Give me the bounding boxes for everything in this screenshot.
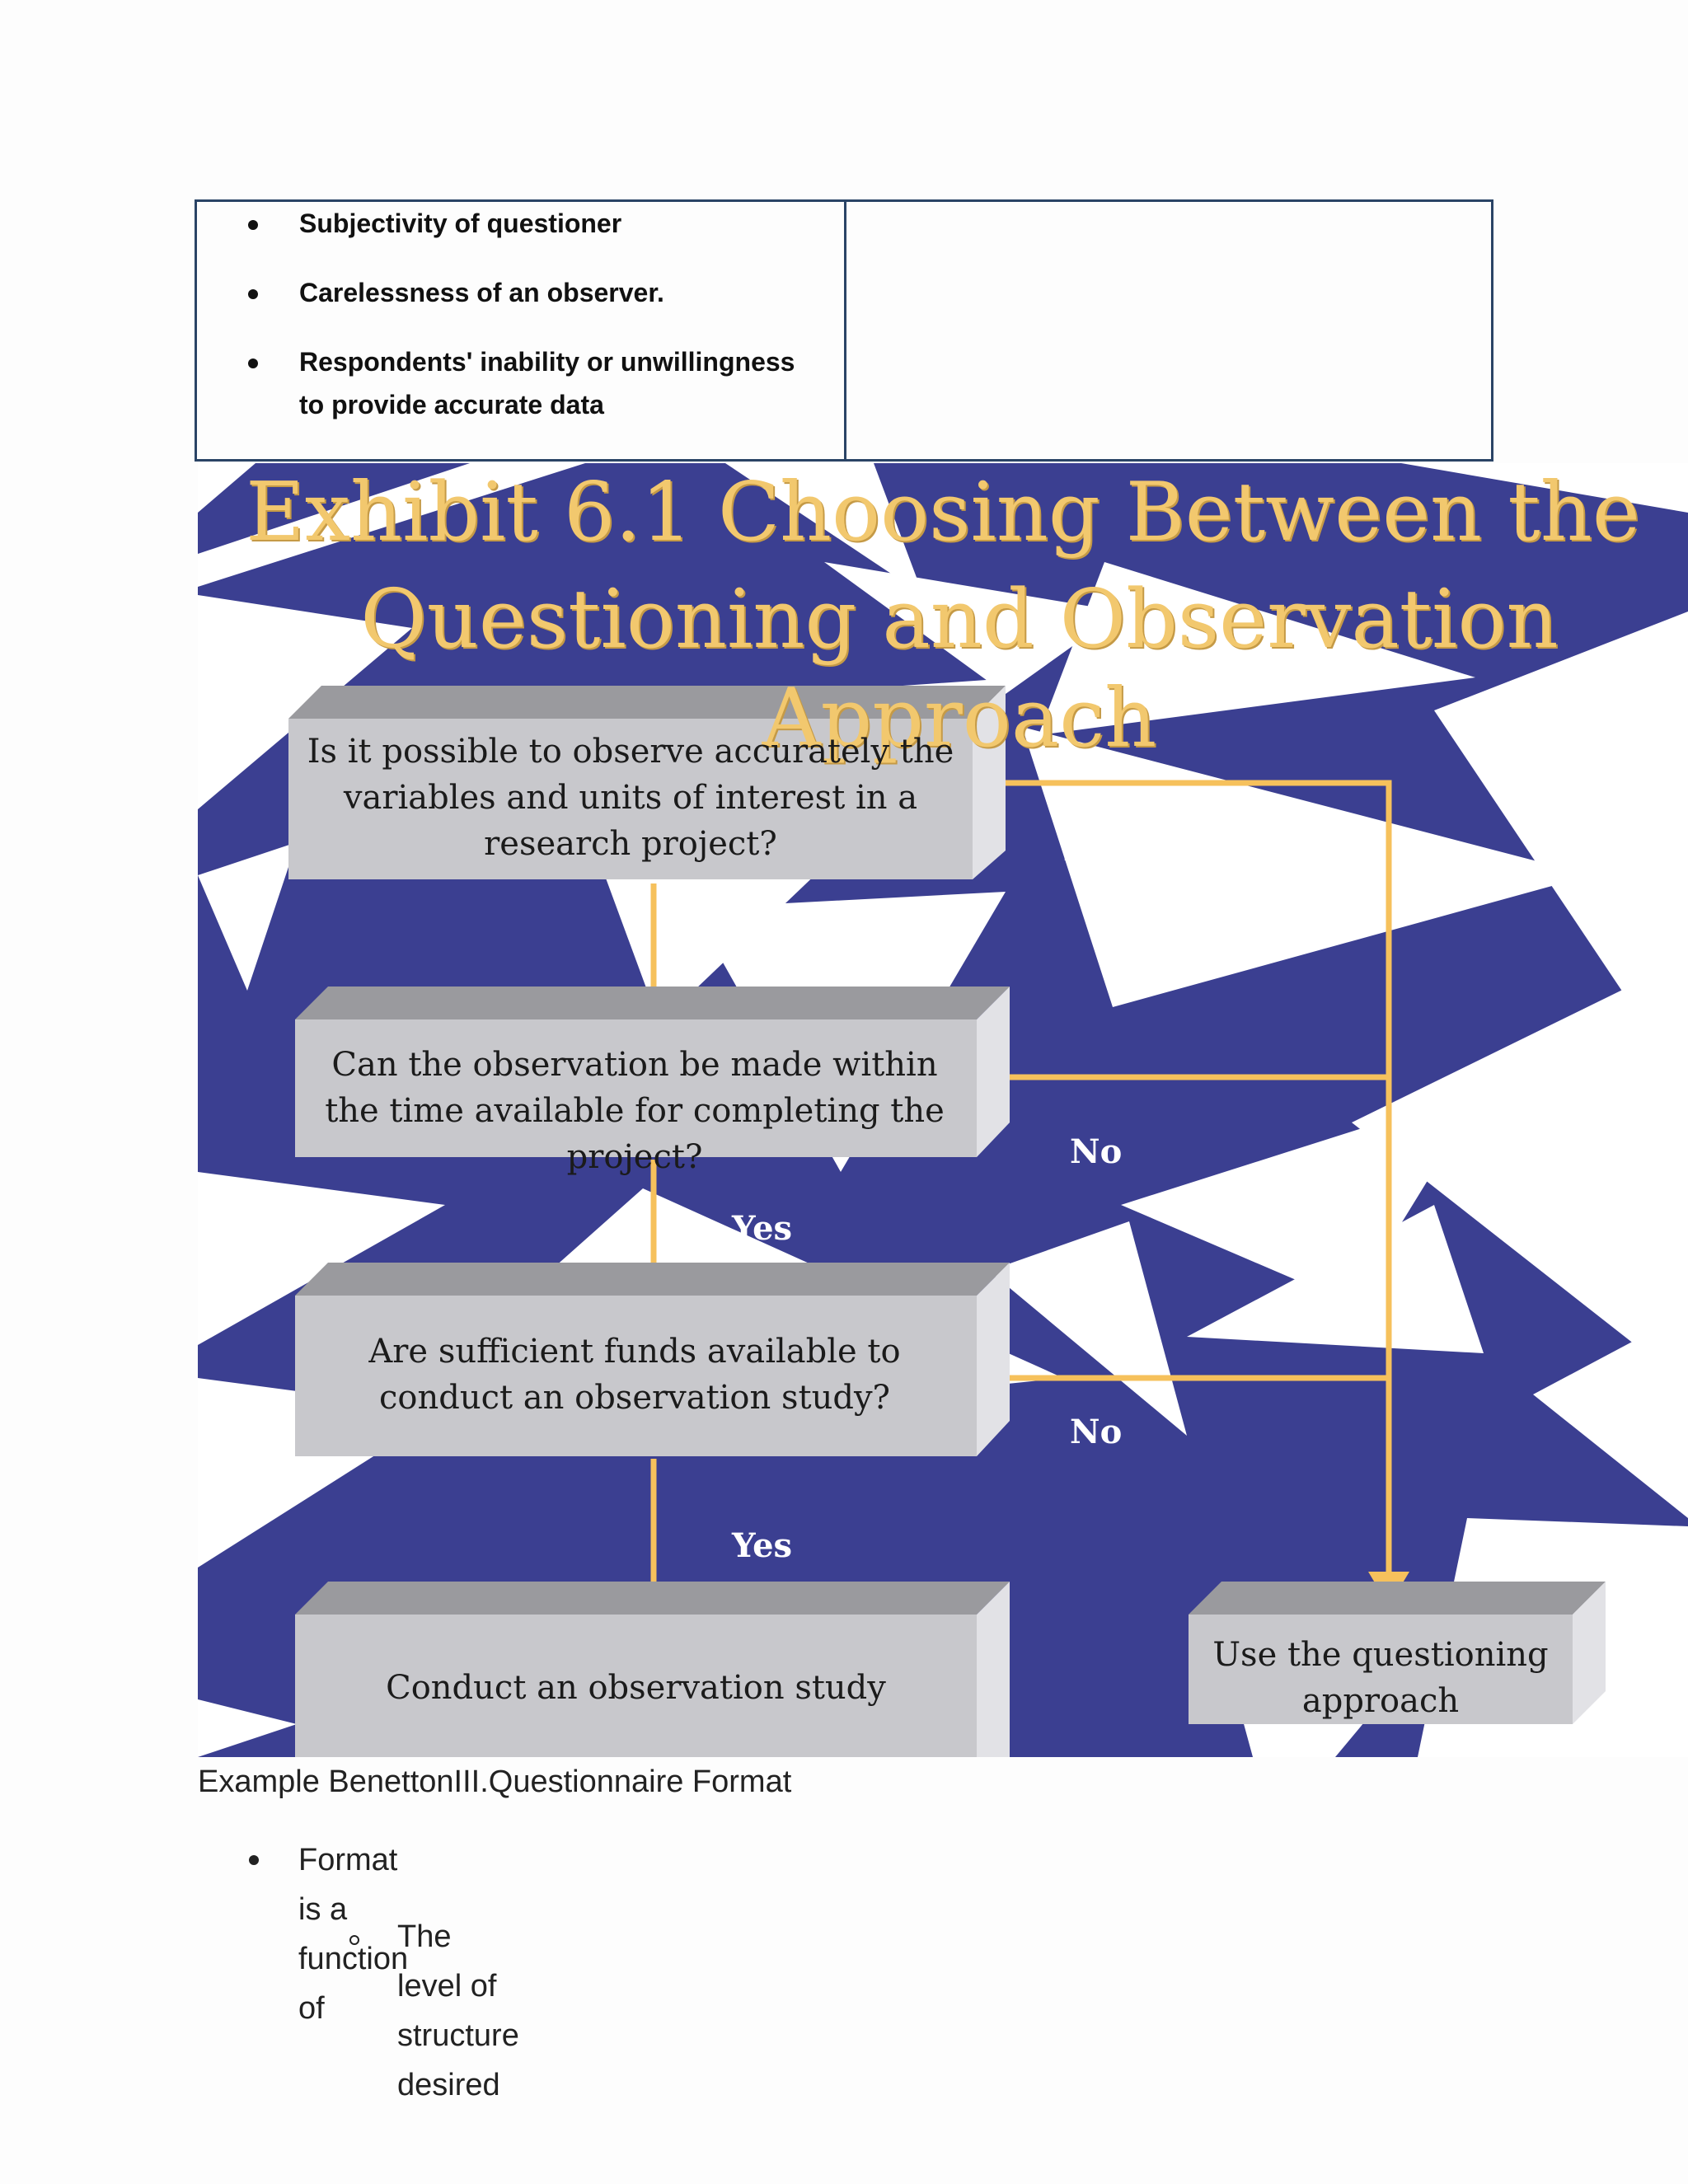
table-cell-left: Subjectivity of questioner Carelessness …: [197, 202, 846, 459]
bullet-text: Respondents' inability or unwillingness …: [299, 347, 795, 419]
bullet-dot-icon: [248, 220, 258, 230]
decision-box-2: Can the observation be made within the t…: [305, 1042, 964, 1180]
yes-label-3: Yes: [732, 1526, 792, 1565]
exhibit-title-line1: Exhibit 6.1 Choosing Between the: [198, 463, 1688, 562]
list-item: Format is a function of: [298, 1835, 408, 2033]
no-label-1: No: [1063, 830, 1115, 869]
no-label-2: No: [1070, 1132, 1122, 1171]
action-box-observation: Conduct an observation study: [295, 1665, 977, 1711]
yes-label-1: Yes: [710, 915, 771, 954]
bullet-text: Subjectivity of questioner: [299, 209, 621, 238]
decision-box-3: Are sufficient funds available to conduc…: [313, 1329, 956, 1421]
list-item: Subjectivity of questioner: [299, 202, 827, 245]
bullet-circle-icon: [349, 1935, 359, 1945]
bullet-table: Subjectivity of questioner Carelessness …: [195, 199, 1493, 462]
yes-label-2: Yes: [732, 1209, 792, 1248]
list-item: Respondents' inability or unwillingness …: [299, 340, 827, 426]
decision-box-1: Is it possible to observe accurately the…: [301, 729, 960, 867]
list-item: Carelessness of an observer.: [299, 271, 827, 314]
bullet-dot-icon: [248, 289, 258, 299]
exhibit-flowchart: Exhibit 6.1 Choosing Between the Questio…: [198, 463, 1688, 1757]
no-label-3: No: [1070, 1413, 1122, 1451]
bullet-dot-icon: [248, 359, 258, 368]
bullet-text: Carelessness of an observer.: [299, 278, 664, 307]
action-box-questioning: Use the questioning approach: [1197, 1632, 1564, 1724]
table-cell-right: [846, 202, 1491, 459]
bullet-dot-icon: [249, 1855, 259, 1865]
list-subitem: The level of structure desired: [397, 1912, 519, 2110]
exhibit-caption: Example BenettonIII.Questionnaire Format: [198, 1757, 791, 1807]
